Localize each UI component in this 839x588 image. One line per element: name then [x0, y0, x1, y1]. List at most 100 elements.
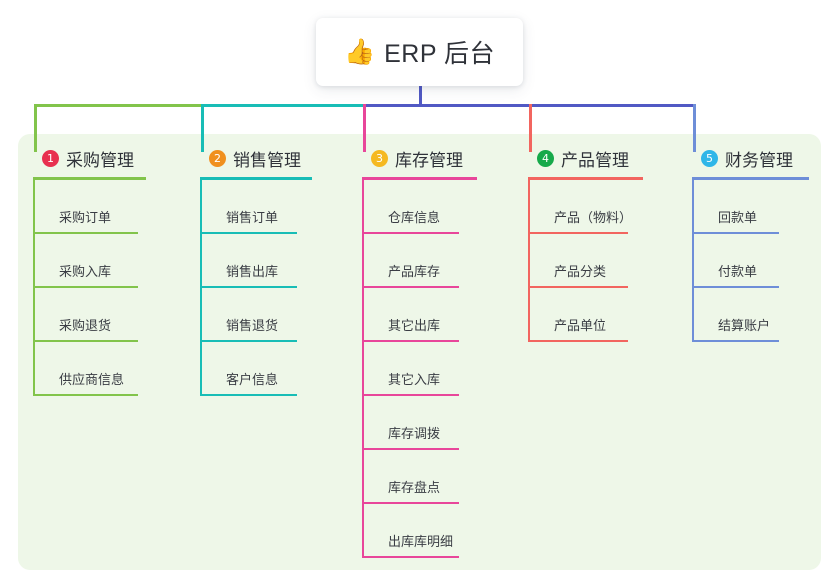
column-header[interactable]: 1 采购管理 [33, 146, 146, 170]
menu-item-label: 其它出库 [388, 318, 441, 333]
menu-item[interactable]: 产品（物料） [528, 180, 632, 234]
menu-item[interactable]: 销售出库 [200, 234, 297, 288]
menu-item[interactable]: 销售订单 [200, 180, 297, 234]
menu-item-rule [692, 232, 779, 234]
trunk-segment [34, 104, 204, 107]
column-title: 产品管理 [561, 150, 629, 170]
menu-item-label: 其它入库 [388, 372, 441, 387]
column-header-rule [692, 177, 809, 180]
trunk-segment [529, 104, 696, 107]
menu-item-rule [528, 232, 628, 234]
column-2: 2 销售管理销售订单销售出库销售退货客户信息 [200, 146, 312, 396]
column-number-badge: 2 [209, 149, 226, 167]
column-title: 库存管理 [395, 150, 463, 170]
trunk-segment [201, 104, 366, 107]
menu-item-rule [362, 286, 459, 288]
menu-item-label: 产品分类 [554, 264, 607, 279]
column-number-badge: 1 [42, 149, 59, 167]
column-header[interactable]: 5 财务管理 [692, 146, 809, 170]
menu-item-rule [33, 340, 138, 342]
menu-item[interactable]: 库存盘点 [362, 450, 459, 504]
menu-item[interactable]: 仓库信息 [362, 180, 459, 234]
column-4: 4 产品管理产品（物料） 产品分类产品单位 [528, 146, 643, 342]
column-header[interactable]: 3 库存管理 [362, 146, 477, 170]
column-header-rule [200, 177, 312, 180]
menu-item-label: 出库库明细 [388, 534, 454, 549]
column-header[interactable]: 4 产品管理 [528, 146, 643, 170]
column-spine-line [692, 180, 694, 342]
menu-item-rule [362, 340, 459, 342]
menu-item-label: 销售出库 [226, 264, 279, 279]
column-1: 1 采购管理采购订单采购入库采购退货供应商信息 [33, 146, 146, 396]
column-header-rule [528, 177, 643, 180]
column-drop-stub [201, 104, 204, 152]
root-node-title: ERP 后台 [384, 40, 496, 68]
menu-item[interactable]: 采购入库 [33, 234, 138, 288]
menu-item[interactable]: 其它出库 [362, 288, 459, 342]
menu-item-rule [362, 448, 459, 450]
menu-item-label: 库存盘点 [388, 480, 441, 495]
column-header[interactable]: 2 销售管理 [200, 146, 312, 170]
menu-item-label: 库存调拨 [388, 426, 441, 441]
menu-item[interactable]: 产品分类 [528, 234, 628, 288]
column-item-list: 仓库信息产品库存其它出库其它入库库存调拨库存盘点出库库明细 [362, 180, 477, 558]
menu-item-rule [33, 232, 138, 234]
menu-item[interactable]: 产品单位 [528, 288, 628, 342]
diagram-panel [18, 134, 821, 570]
menu-item-rule [362, 502, 459, 504]
menu-item[interactable]: 结算账户 [692, 288, 779, 342]
menu-item-label: 仓库信息 [388, 210, 441, 225]
column-3: 3 库存管理仓库信息产品库存其它出库其它入库库存调拨库存盘点出库库明细 [362, 146, 477, 558]
menu-item-label: 销售退货 [226, 318, 279, 333]
menu-item[interactable]: 回款单 [692, 180, 779, 234]
menu-item-label: 付款单 [718, 264, 758, 279]
menu-item-rule [200, 340, 297, 342]
menu-item-label: 产品（物料） [554, 210, 633, 225]
column-drop-stub [363, 104, 366, 152]
column-item-list: 采购订单采购入库采购退货供应商信息 [33, 180, 146, 396]
menu-item-rule [362, 556, 459, 558]
column-number-badge: 3 [371, 149, 388, 167]
menu-item[interactable]: 采购退货 [33, 288, 138, 342]
column-header-rule [33, 177, 146, 180]
column-number-badge: 4 [537, 149, 554, 167]
column-drop-stub [34, 104, 37, 152]
menu-item[interactable]: 库存调拨 [362, 396, 459, 450]
menu-item-rule [33, 394, 138, 396]
column-spine-line [362, 180, 364, 558]
menu-item-rule [200, 232, 297, 234]
menu-item-label: 产品单位 [554, 318, 607, 333]
thumbs-up-icon: 👍 [343, 37, 376, 66]
menu-item[interactable]: 付款单 [692, 234, 779, 288]
menu-item[interactable]: 其它入库 [362, 342, 459, 396]
root-node-card[interactable]: 👍 ERP 后台 [316, 18, 523, 86]
menu-item-rule [692, 340, 779, 342]
menu-item-label: 客户信息 [226, 372, 279, 387]
menu-item-rule [362, 394, 459, 396]
column-spine-line [528, 180, 530, 342]
menu-item-rule [528, 286, 628, 288]
column-number-badge: 5 [701, 149, 718, 167]
menu-item-label: 供应商信息 [59, 372, 125, 387]
column-item-list: 销售订单销售出库销售退货客户信息 [200, 180, 312, 396]
menu-item-rule [33, 286, 138, 288]
menu-item-label: 产品库存 [388, 264, 441, 279]
column-title: 销售管理 [233, 150, 301, 170]
column-item-list: 回款单付款单结算账户 [692, 180, 809, 342]
column-drop-stub [693, 104, 696, 152]
column-spine-line [200, 180, 202, 396]
column-drop-stub [529, 104, 532, 152]
menu-item[interactable]: 客户信息 [200, 342, 297, 396]
menu-item-label: 结算账户 [718, 318, 771, 333]
menu-item-label: 采购入库 [59, 264, 112, 279]
menu-item-label: 回款单 [718, 210, 758, 225]
menu-item-rule [528, 340, 628, 342]
column-title: 财务管理 [725, 150, 793, 170]
menu-item[interactable]: 产品库存 [362, 234, 459, 288]
menu-item[interactable]: 销售退货 [200, 288, 297, 342]
menu-item[interactable]: 供应商信息 [33, 342, 138, 396]
menu-item[interactable]: 出库库明细 [362, 504, 459, 558]
menu-item-rule [200, 394, 297, 396]
menu-item[interactable]: 采购订单 [33, 180, 138, 234]
column-title: 采购管理 [66, 150, 134, 170]
